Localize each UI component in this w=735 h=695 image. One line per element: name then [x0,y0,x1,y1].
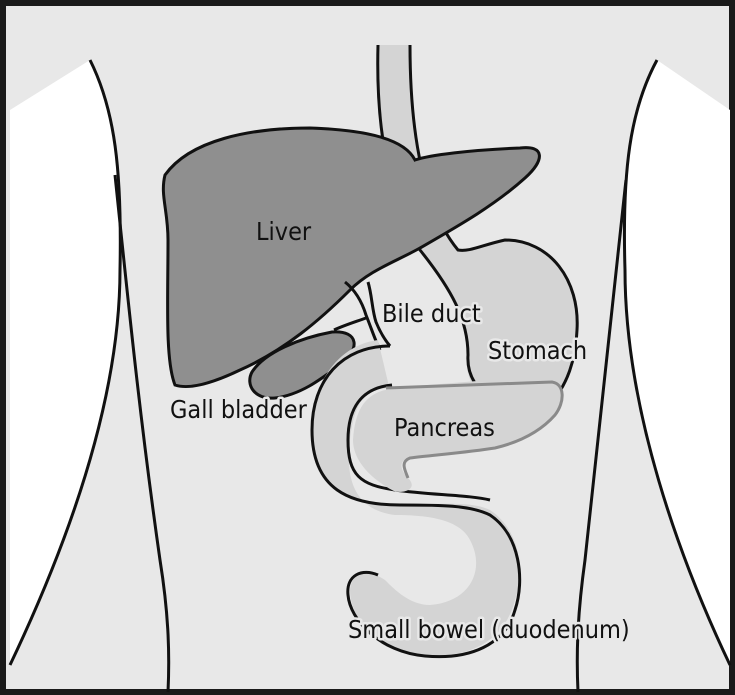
label-pancreas: Pancreas [394,413,495,442]
label-liver: Liver [256,217,312,246]
label-stomach: Stomach [488,336,587,365]
label-bile-duct: Bile duct [382,299,481,328]
label-gall-bladder: Gall bladder [170,395,308,424]
label-small-bowel: Small bowel (duodenum) [348,615,630,644]
